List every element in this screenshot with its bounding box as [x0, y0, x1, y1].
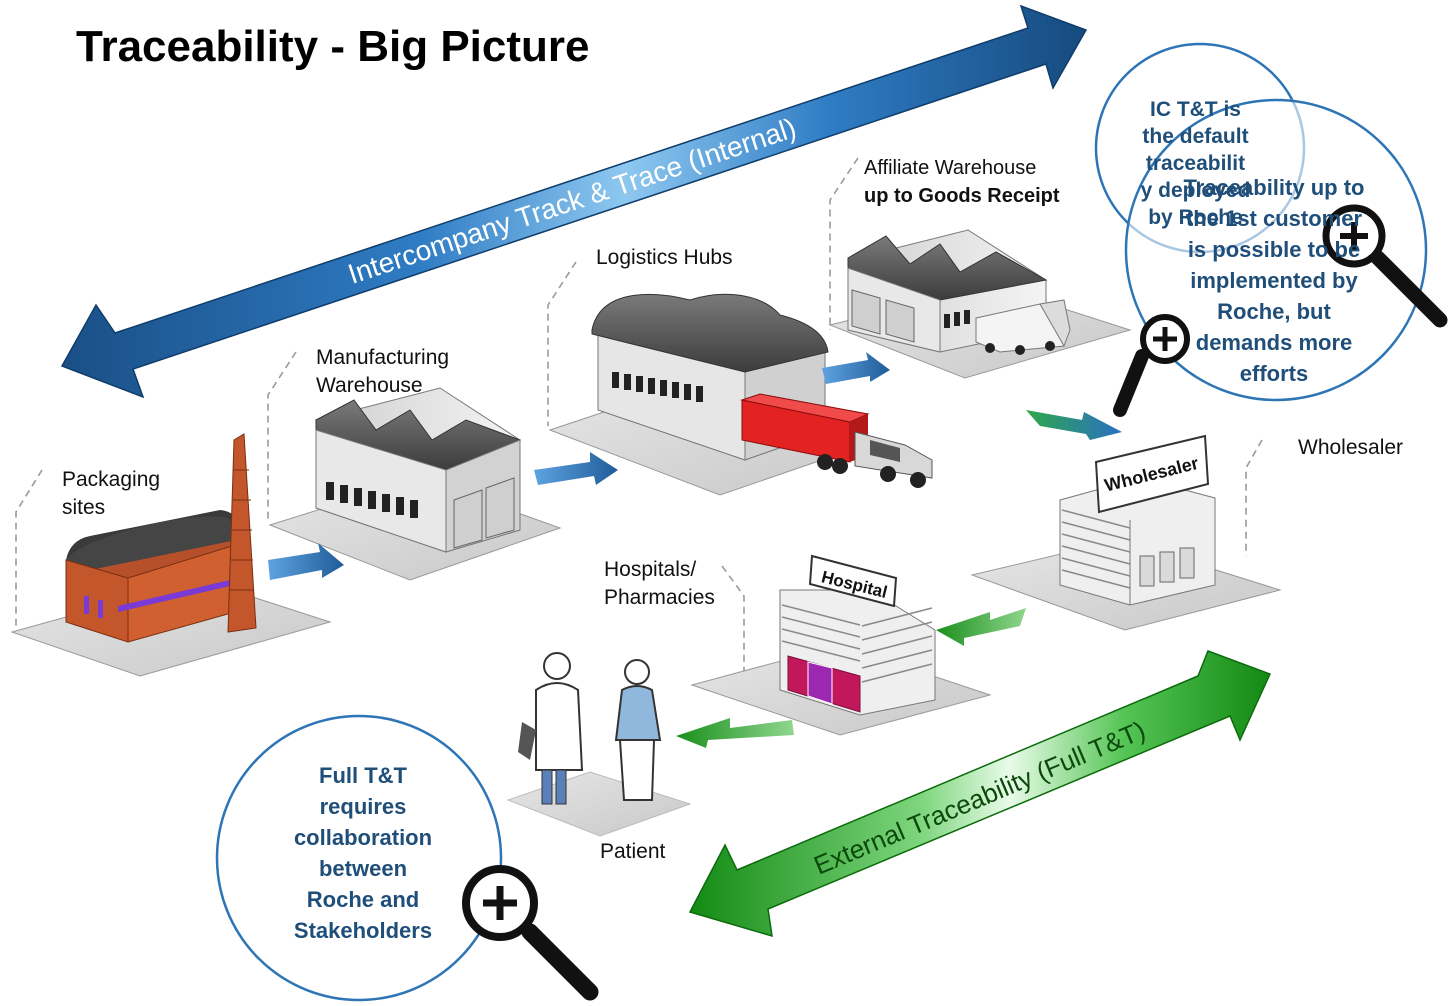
external-trace-arrow — [688, 650, 1272, 938]
logistics-label: Logistics Hubs — [596, 246, 733, 269]
patient-label: Patient — [600, 840, 666, 863]
wholesaler-label: Wholesaler — [1298, 436, 1404, 459]
affiliate-warehouse-building — [828, 229, 1132, 379]
zoom-in-icon[interactable] — [1113, 314, 1190, 417]
zoom-in-icon[interactable] — [462, 865, 599, 1001]
wholesaler-building — [970, 434, 1282, 631]
manufacturing-warehouse-building — [268, 387, 562, 581]
hospital-building — [690, 554, 992, 736]
external-arrow-label: External Traceability (Full T&T) — [809, 715, 1149, 881]
page-title: Traceability - Big Picture — [76, 22, 590, 71]
internal-trace-arrow — [60, 4, 1088, 399]
hospitals-label: Hospitals/Pharmacies — [604, 558, 715, 609]
patient-figures — [506, 652, 692, 837]
packaging-site-building — [10, 433, 332, 677]
flow-step-arrows — [268, 352, 1122, 748]
leader-lines — [15, 157, 1263, 680]
logistics-hub-building — [548, 293, 933, 496]
zoom-in-icon[interactable] — [1322, 204, 1448, 328]
callout-rings — [215, 42, 1428, 1002]
